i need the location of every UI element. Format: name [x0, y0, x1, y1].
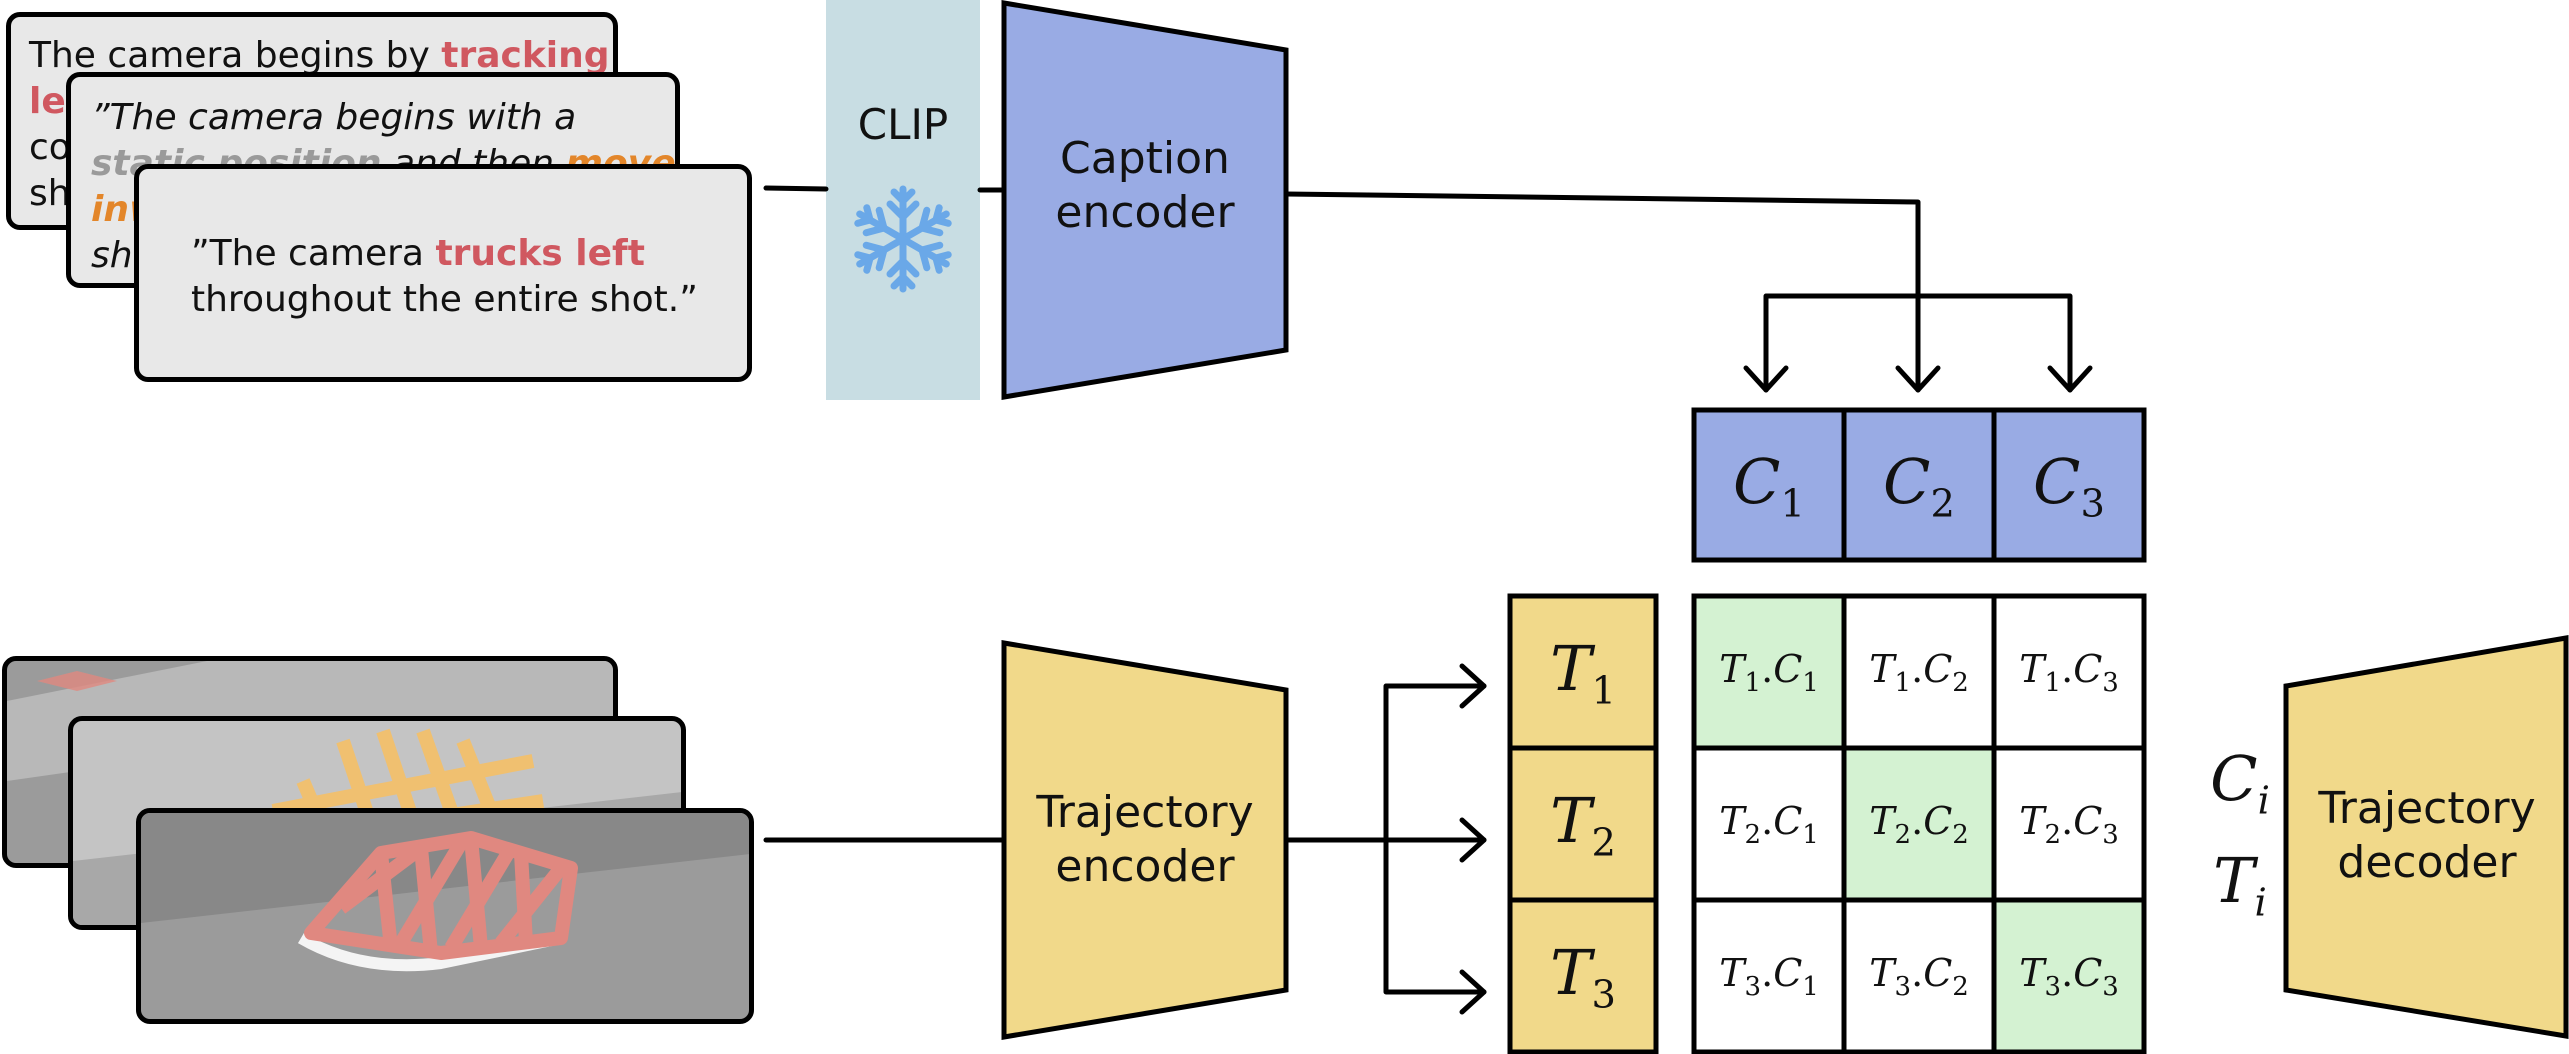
- similarity-label-3-2: T3.C2: [1869, 951, 1969, 1002]
- similarity-cell-2-3: [1991, 745, 2147, 903]
- arrowhead-t2: [1459, 817, 1487, 863]
- caption-encoder-line1: Caption: [1060, 133, 1230, 184]
- similarity-label-2-1: T2.C1: [1719, 799, 1819, 850]
- caption-1-line3: co: [29, 127, 71, 168]
- arrowhead-t1: [1459, 663, 1487, 709]
- caption-encoder-output-line: [1283, 191, 1921, 393]
- trajectory-encoder-line2: encoder: [1055, 841, 1235, 892]
- caption-card-3: ”The camera trucks left throughout the e…: [134, 164, 752, 382]
- caption-split-line: [1763, 293, 2073, 393]
- trajectory-decoder-shape: [2283, 635, 2569, 1039]
- similarity-label-3-1: T3.C1: [1719, 951, 1819, 1002]
- similarity-cell-3-2: [1841, 897, 1997, 1054]
- caption-1-text: The camera begins by: [29, 35, 442, 76]
- trajectory-embedding-label-2: T2: [1550, 784, 1616, 866]
- trajectory-decoder-label: Trajectory decoder: [2292, 782, 2562, 890]
- similarity-cell-2-2: [1841, 745, 1997, 903]
- frame-3-scene: [141, 813, 749, 972]
- similarity-cell-1-3: [1991, 593, 2147, 751]
- caption-1-line4: sh: [29, 173, 71, 214]
- caption-encoder-shape: [1001, 0, 1289, 400]
- caption-embedding-2: [1841, 407, 1997, 563]
- arrowhead-c2: [1895, 365, 1941, 393]
- caption-to-clip-line: [763, 185, 829, 192]
- snowflake-icon: [846, 185, 960, 296]
- trajectory-decoder-line2: decoder: [2337, 837, 2517, 888]
- caption-3-highlight: trucks left: [435, 233, 645, 274]
- clip-label: CLIP: [857, 100, 949, 149]
- caption-2-text: ”The camera begins with a: [91, 97, 577, 138]
- arrowhead-c3: [2047, 365, 2093, 393]
- similarity-cell-3-3: [1991, 897, 2147, 1054]
- similarity-cell-2-1: [1691, 745, 1847, 903]
- caption-1-highlight: tracking: [441, 35, 610, 76]
- caption-embedding-3: [1991, 407, 2147, 563]
- arrowhead-t3: [1459, 969, 1487, 1015]
- similarity-cell-3-1: [1691, 897, 1847, 1054]
- caption-embedding-label-1: C1: [1733, 445, 1805, 527]
- caption-encoder-line2: encoder: [1055, 187, 1235, 238]
- trajectory-embedding-label-3: T3: [1550, 936, 1616, 1018]
- caption-embedding-label-2: C2: [1883, 445, 1955, 527]
- caption-encoder-label: Caption encoder: [1010, 132, 1280, 240]
- trajectory-embedding-label-1: T1: [1550, 632, 1616, 714]
- trajectory-embedding-3: [1507, 897, 1659, 1054]
- similarity-label-1-3: T1.C3: [2019, 647, 2119, 698]
- caption-2-line4: sh: [91, 235, 133, 276]
- trajectory-frame-3: [136, 808, 754, 1024]
- decoder-input-2: Ti: [2213, 844, 2267, 926]
- trajectory-encoder-shape: [1001, 640, 1289, 1040]
- arrowhead-c1: [1743, 365, 1789, 393]
- trajectory-embedding-2: [1507, 745, 1659, 903]
- similarity-label-1-2: T1.C2: [1869, 647, 1969, 698]
- similarity-label-3-3: T3.C3: [2019, 951, 2119, 1002]
- caption-embedding-label-3: C3: [2033, 445, 2105, 527]
- similarity-label-2-2: T2.C2: [1869, 799, 1969, 850]
- caption-3-line2: throughout the entire shot.”: [191, 279, 698, 320]
- trajectory-encoder-label: Trajectory encoder: [1010, 786, 1280, 894]
- similarity-cell-1-2: [1841, 593, 1997, 751]
- trajectory-encoder-line1: Trajectory: [1036, 787, 1254, 838]
- decoder-input-1: Ci: [2210, 742, 2270, 824]
- caption-3-text: ”The camera: [191, 233, 436, 274]
- trajectory-decoder-line1: Trajectory: [2318, 783, 2536, 834]
- similarity-label-1-1: T1.C1: [1719, 647, 1819, 698]
- trajectory-embedding-1: [1507, 593, 1659, 751]
- similarity-label-2-3: T2.C3: [2019, 799, 2119, 850]
